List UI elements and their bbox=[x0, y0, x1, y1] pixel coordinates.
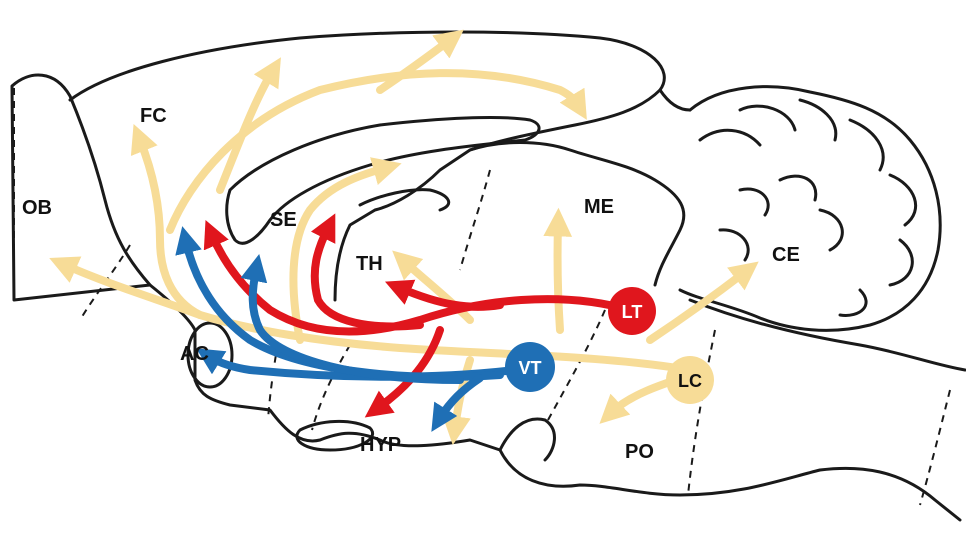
node-lc: LC bbox=[666, 356, 714, 404]
septum-outline bbox=[360, 190, 449, 210]
label-po: PO bbox=[625, 441, 654, 463]
pons-outline bbox=[500, 419, 554, 460]
cerebellum-notch bbox=[660, 90, 690, 110]
node-lc-label: LC bbox=[678, 371, 702, 391]
yellow-pathways bbox=[65, 40, 745, 428]
label-th: TH bbox=[356, 253, 383, 275]
ventral-outline bbox=[150, 285, 960, 520]
red-to-fc bbox=[212, 235, 630, 331]
label-me: ME bbox=[584, 196, 614, 218]
label-hyp: HYP bbox=[360, 434, 401, 456]
yellow-to-ob bbox=[65, 265, 200, 315]
node-vt-label: VT bbox=[518, 358, 541, 378]
label-se: SE bbox=[270, 209, 297, 231]
brainstem-outline bbox=[690, 300, 965, 370]
yellow-cortex-up2 bbox=[380, 40, 450, 90]
olfactory-bulb-outline bbox=[12, 75, 150, 300]
red-to-se bbox=[315, 228, 420, 326]
label-ob: OB bbox=[22, 197, 52, 219]
thalamus-outline bbox=[470, 143, 684, 286]
yellow-me bbox=[558, 225, 560, 330]
node-vt: VT bbox=[505, 342, 555, 392]
node-lt: LT bbox=[608, 287, 656, 335]
label-fc: FC bbox=[140, 105, 167, 127]
node-lt-label: LT bbox=[622, 302, 643, 322]
yellow-cortex-up1 bbox=[220, 72, 272, 190]
label-ce: CE bbox=[772, 244, 800, 266]
red-to-hyp bbox=[378, 330, 440, 408]
label-ac: AC bbox=[180, 343, 209, 365]
